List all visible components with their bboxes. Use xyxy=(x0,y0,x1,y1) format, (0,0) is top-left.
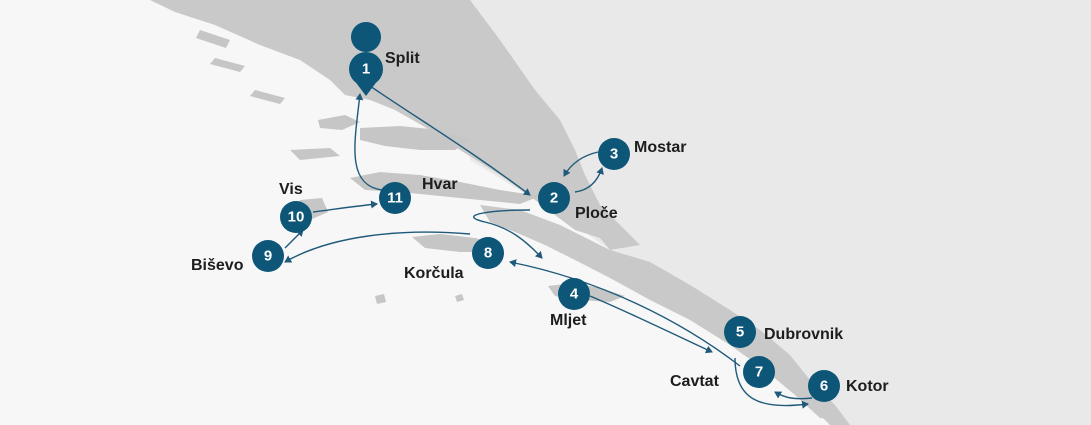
stop-8-label: Korčula xyxy=(404,265,464,282)
stop-2-number: 2 xyxy=(550,190,558,207)
stop-7-number: 7 xyxy=(755,364,763,381)
stop-5-marker[interactable]: 5 xyxy=(724,316,756,348)
stop-9-marker[interactable]: 9 xyxy=(252,240,284,272)
stop-10-number: 10 xyxy=(288,209,305,226)
stop-6-label: Kotor xyxy=(846,378,889,395)
stop-1-number: 1 xyxy=(362,61,370,78)
stop-4-label: Mljet xyxy=(550,312,587,329)
stop-3-label: Mostar xyxy=(634,139,686,156)
stop-4-marker[interactable]: 4 xyxy=(558,278,590,310)
stop-6-number: 6 xyxy=(820,378,828,395)
stop-8-number: 8 xyxy=(484,245,492,262)
coastline xyxy=(150,0,640,250)
route-lines xyxy=(284,85,813,409)
stop-5-label: Dubrovnik xyxy=(764,326,843,343)
stop-10-marker[interactable]: 10 xyxy=(280,201,312,233)
stop-11-number: 11 xyxy=(387,190,403,207)
stop-2-marker[interactable]: 2 xyxy=(538,182,570,214)
stop-10-label: Vis xyxy=(279,181,303,198)
stop-1-label: Split xyxy=(385,50,420,67)
stop-7-label: Cavtat xyxy=(670,373,720,390)
stop-1-marker[interactable]: 1 xyxy=(349,22,383,96)
stop-9-number: 9 xyxy=(264,248,272,265)
hinterland xyxy=(470,0,1091,425)
stop-11-label: Hvar xyxy=(422,176,458,193)
stop-4-number: 4 xyxy=(570,286,579,303)
stop-2-label: Ploče xyxy=(575,205,618,222)
stop-3-number: 3 xyxy=(610,146,618,163)
stop-6-marker[interactable]: 6 xyxy=(808,370,840,402)
stop-8-marker[interactable]: 8 xyxy=(472,237,504,269)
stop-5-number: 5 xyxy=(736,324,744,341)
stop-7-marker[interactable]: 7 xyxy=(743,356,775,388)
stop-11-marker[interactable]: 11 xyxy=(379,182,411,214)
stop-3-marker[interactable]: 3 xyxy=(598,138,630,170)
stop-9-label: Biševo xyxy=(191,257,244,274)
